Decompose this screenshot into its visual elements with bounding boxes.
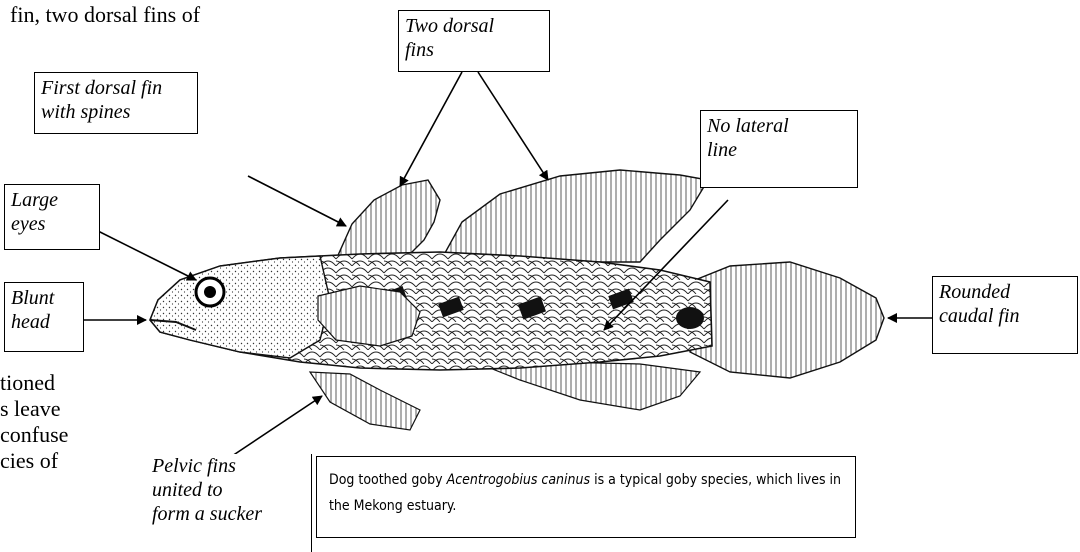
label-no-lateral-line: No lateral line [700,110,858,188]
first-dorsal-fin [335,180,440,262]
caption-prefix: Dog toothed goby [329,472,447,488]
figure-caption: Dog toothed goby Acentrogobius caninus i… [316,456,856,538]
arrow-large-eyes [92,228,196,280]
arrow-first-dorsal [248,176,346,226]
second-dorsal-fin [440,170,708,262]
label-first-dorsal-fin: First dorsal fin with spines [34,72,198,134]
label-pelvic-fins: Pelvic fins united to form a sucker [146,454,312,552]
arrow-two-dorsal-right [478,72,548,180]
label-blunt-head: Blunt head [4,282,84,352]
caption-species-name: Acentrogobius caninus [447,472,591,488]
label-large-eyes: Large eyes [4,184,100,250]
arrow-two-dorsal-left [400,72,462,186]
label-two-dorsal-fins: Two dorsal fins [398,10,550,72]
caudal-fin [690,262,884,378]
pelvic-fin [310,372,420,430]
label-rounded-caudal-fin: Rounded caudal fin [932,276,1078,354]
arrow-pelvic-fins [226,396,322,460]
